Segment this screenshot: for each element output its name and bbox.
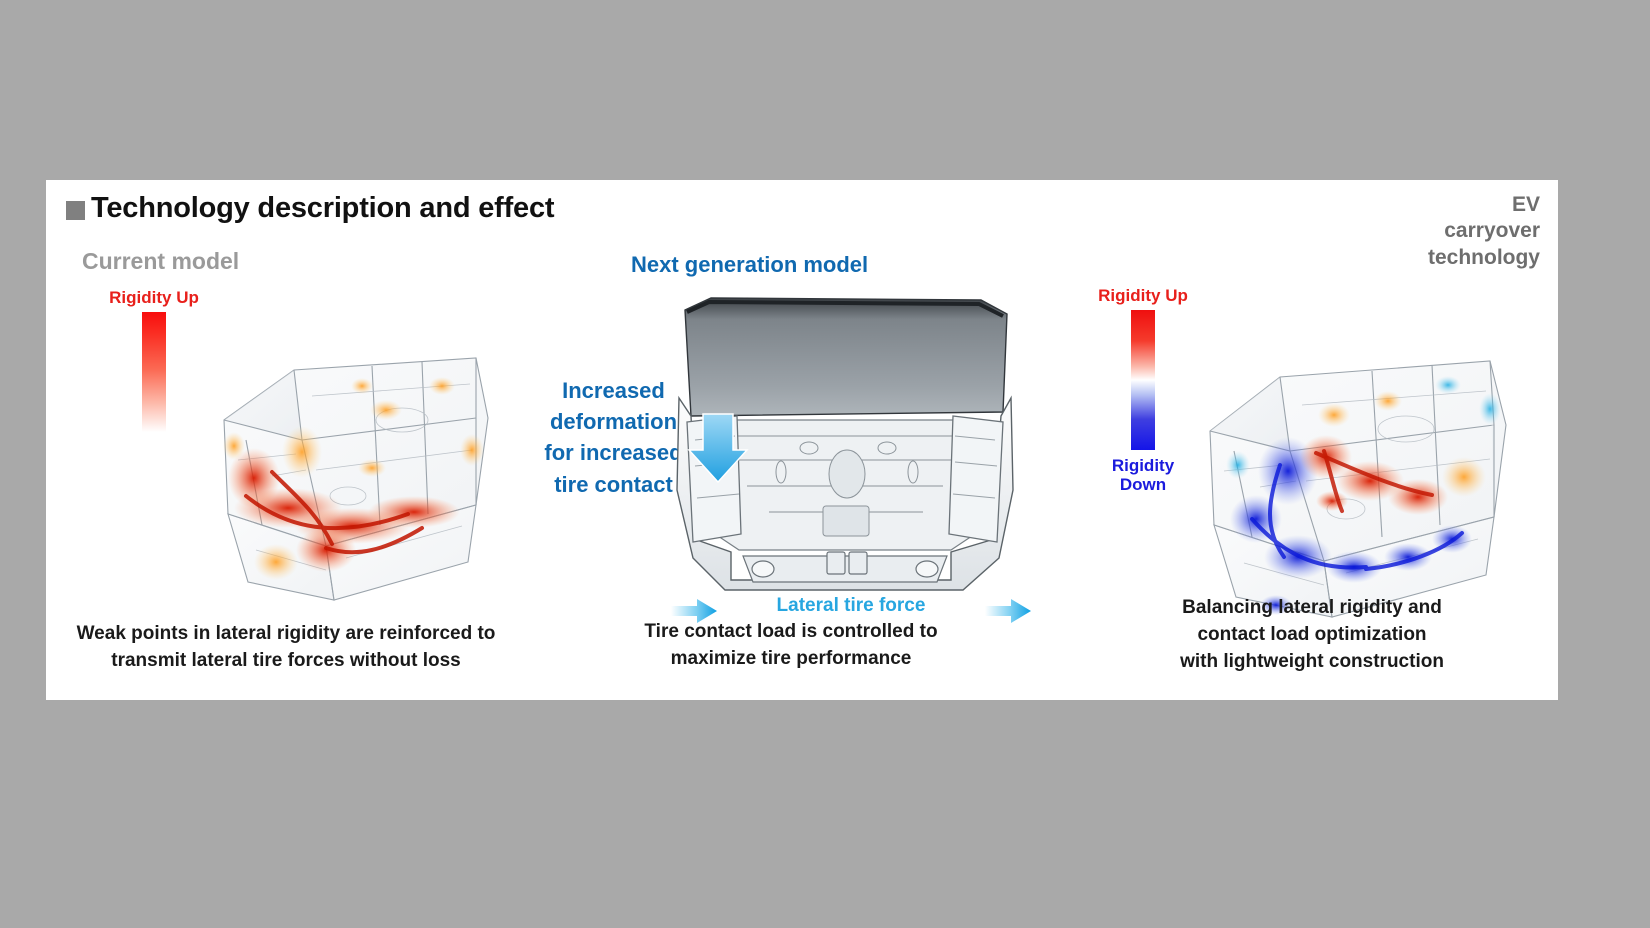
down-arrow-icon xyxy=(687,413,749,484)
mid-note-line-2: deformation xyxy=(549,409,678,435)
ev-tag-line-1: EV xyxy=(1511,193,1540,216)
current-model-label: Current model xyxy=(82,248,240,274)
current-model-render xyxy=(176,300,516,630)
ev-carryover-tag: EV carryover technology xyxy=(1428,192,1540,271)
current-model-column: Current model Rigidity Up xyxy=(46,180,526,700)
left-tire-force-arrow-icon xyxy=(671,599,717,623)
increased-deformation-note: Increased deformation for increased tire… xyxy=(521,375,706,500)
slide-header: Technology description and effect xyxy=(66,192,555,225)
slide-panel: Technology description and effect EV car… xyxy=(46,180,1558,700)
left-legend-top-label: Rigidity Up xyxy=(109,288,199,307)
mid-note-line-3: for increased xyxy=(544,440,683,466)
next-generation-model-label: Next generation model xyxy=(631,252,869,277)
next-generation-model-column: Next generation model Increased deformat… xyxy=(501,180,1081,700)
next-generation-caption: Tire contact load is controlled to maxim… xyxy=(501,619,1081,673)
left-rigidity-legend: Rigidity Up xyxy=(104,288,204,432)
optimized-model-caption-line-3: with lightweight construction xyxy=(1180,651,1444,673)
current-model-caption-line-1: Weak points in lateral rigidity are rein… xyxy=(76,623,496,645)
right-legend-top-label: Rigidity Up xyxy=(1098,286,1188,305)
page-title: Technology description and effect xyxy=(91,192,555,224)
mid-note-line-1: Increased xyxy=(562,378,665,403)
next-generation-caption-line-1: Tire contact load is controlled to xyxy=(644,621,938,643)
optimized-model-caption: Balancing lateral rigidity and contact l… xyxy=(1066,595,1558,676)
right-rigidity-legend: Rigidity Up Rigidity Down xyxy=(1088,286,1198,495)
optimized-model-column: Rigidity Up Rigidity Down xyxy=(1066,180,1558,700)
next-generation-render xyxy=(651,290,1041,610)
right-legend-bottom-line-2: Down xyxy=(1119,475,1167,495)
right-color-bar xyxy=(1131,309,1155,450)
ev-tag-line-3: technology xyxy=(1427,245,1540,269)
optimized-model-caption-line-2: contact load optimization xyxy=(1197,624,1427,646)
optimized-model-caption-line-1: Balancing lateral rigidity and xyxy=(1182,597,1442,619)
right-legend-bottom-line-1: Rigidity xyxy=(1111,455,1175,475)
right-tire-force-arrow-icon xyxy=(985,599,1031,623)
current-model-caption-line-2: transmit lateral tire forces without los… xyxy=(111,650,461,672)
optimized-model-render xyxy=(1156,305,1546,625)
current-model-caption: Weak points in lateral rigidity are rein… xyxy=(46,621,526,675)
left-color-bar xyxy=(142,311,166,432)
lateral-tire-force-label: Lateral tire force xyxy=(776,595,926,616)
lateral-tire-force-row: Lateral tire force xyxy=(671,595,1031,627)
next-generation-caption-line-2: maximize tire performance xyxy=(670,648,912,670)
mid-note-line-4: tire contact xyxy=(554,471,673,497)
ev-tag-line-2: carryover xyxy=(1444,219,1540,243)
right-legend-bottom-label: Rigidity Down xyxy=(1088,456,1198,495)
square-bullet-icon xyxy=(66,201,85,220)
